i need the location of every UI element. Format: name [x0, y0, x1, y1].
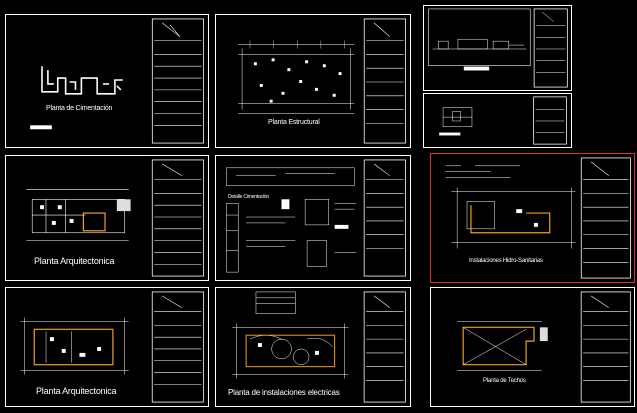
sheet-title-architectural-1: Planta Arquitectonica [34, 256, 115, 266]
sheet-electrical[interactable]: Planta de instalaciones electricas [215, 287, 411, 407]
sheet-title-details: Detalle Cimentación [228, 194, 269, 200]
sheet-title-hydro: Instalaciones Hidro-Sanitarias [469, 258, 543, 264]
sheet-foundation[interactable]: Planta de Cimentación [5, 14, 209, 148]
sheet-title-structural: Planta Estructural [268, 119, 320, 126]
elevation-2-drawing [439, 96, 567, 145]
sheet-title-electrical: Planta de instalaciones electricas [228, 388, 340, 397]
sheet-title-roof: Planta de Techos [483, 378, 526, 384]
sheet-title-foundation: Planta de Cimentación [46, 105, 113, 112]
foundation-drawing [30, 18, 204, 144]
details-drawing [226, 159, 406, 277]
sheet-architectural-2[interactable]: Planta Arquitectonica [5, 287, 209, 407]
sheet-structural[interactable]: Planta Estructural [215, 14, 411, 148]
sheet-roof[interactable]: Planta de Techos [430, 287, 635, 407]
roof-drawing [457, 291, 631, 403]
structural-drawing [238, 18, 406, 144]
sheet-elevation-1[interactable] [423, 5, 572, 91]
sheet-title-architectural-2: Planta Arquitectonica [36, 386, 117, 396]
hydro-drawing [445, 157, 631, 279]
sheet-details[interactable]: Detalle Cimentación [215, 155, 411, 281]
architectural-2-drawing [20, 291, 204, 403]
electrical-drawing [232, 291, 406, 403]
sheet-elevation-2[interactable] [423, 93, 572, 148]
elevation-1-drawing [428, 8, 568, 88]
sheet-architectural-1[interactable]: Planta Arquitectonica [5, 155, 209, 281]
sheet-hydro[interactable]: Instalaciones Hidro-Sanitarias [430, 153, 635, 283]
architectural-1-drawing [26, 159, 204, 277]
